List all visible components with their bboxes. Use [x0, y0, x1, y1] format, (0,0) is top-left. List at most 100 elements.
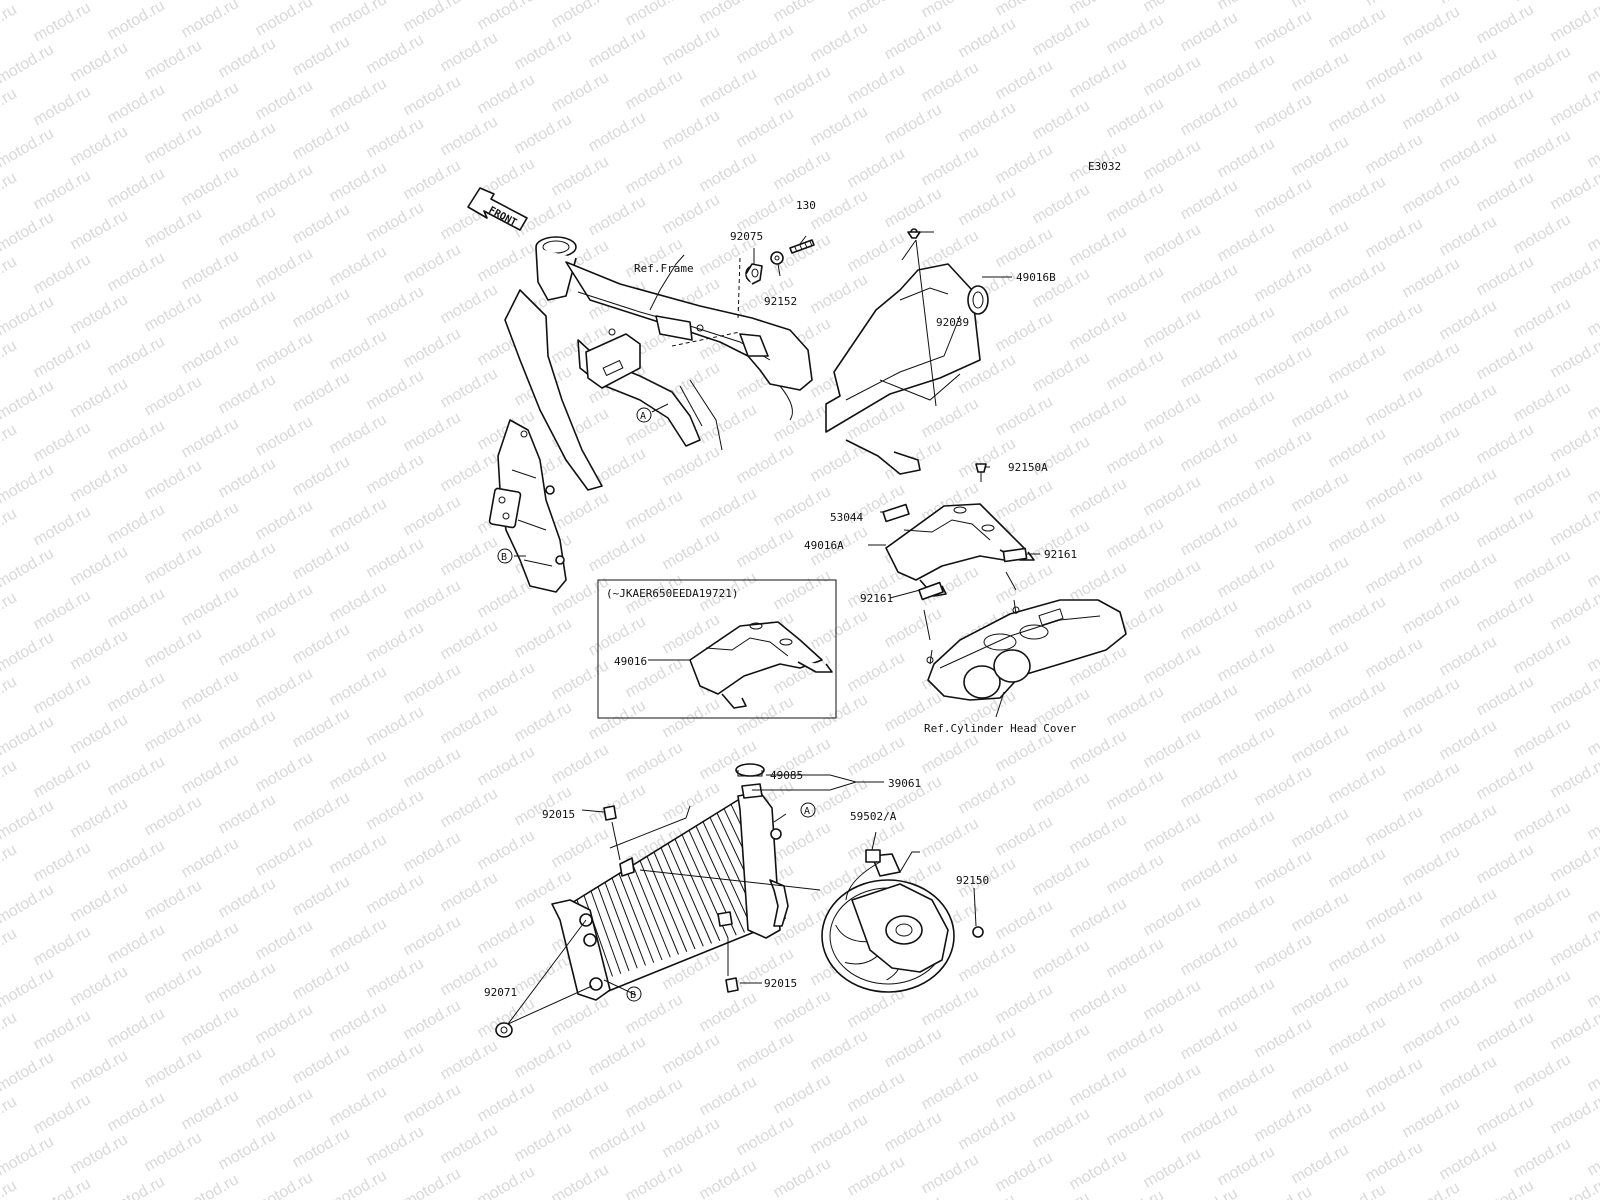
- watermark-text: motod.ru: [734, 105, 797, 151]
- watermark-text: motod.ru: [31, 1175, 94, 1200]
- watermark-text: motod.ru: [586, 193, 649, 239]
- svg-text:B: B: [501, 552, 507, 563]
- watermark-text: motod.ru: [845, 1069, 908, 1115]
- watermark-text: motod.ru: [31, 503, 94, 549]
- watermark-text: motod.ru: [882, 1109, 945, 1155]
- watermark-text: motod.ru: [401, 409, 464, 455]
- svg-text:A: A: [640, 411, 646, 422]
- watermark-text: motod.ru: [1548, 671, 1600, 717]
- watermark-text: motod.ru: [1141, 53, 1204, 99]
- watermark-text: motod.ru: [1141, 137, 1204, 183]
- watermark-text: motod.ru: [1363, 1139, 1426, 1185]
- watermark-text: motod.ru: [290, 33, 353, 79]
- part-92150-label: 92150: [956, 874, 989, 887]
- watermark-text: motod.ru: [956, 183, 1019, 229]
- watermark-text: motod.ru: [327, 159, 390, 205]
- watermark-text: motod.ru: [1215, 975, 1278, 1021]
- watermark-text: motod.ru: [1289, 1057, 1352, 1103]
- watermark-text: motod.ru: [1326, 677, 1389, 723]
- watermark-text: motod.ru: [1548, 1007, 1600, 1053]
- watermark-text: motod.ru: [1511, 967, 1574, 1013]
- watermark-text: motod.ru: [1400, 759, 1463, 805]
- watermark-text: motod.ru: [364, 451, 427, 497]
- watermark-text: motod.ru: [216, 875, 279, 921]
- watermark-text: motod.ru: [105, 333, 168, 379]
- watermark-text: motod.ru: [216, 35, 279, 81]
- watermark-text: motod.ru: [1548, 587, 1600, 633]
- watermark-text: motod.ru: [327, 663, 390, 709]
- watermark-text: motod.ru: [475, 1163, 538, 1200]
- watermark-text: motod.ru: [364, 367, 427, 413]
- watermark-text: motod.ru: [31, 1007, 94, 1053]
- watermark-text: motod.ru: [179, 79, 242, 125]
- watermark-text: motod.ru: [1474, 841, 1537, 887]
- watermark-text: motod.ru: [1252, 679, 1315, 725]
- watermark-text: motod.ru: [1400, 927, 1463, 973]
- watermark-text: motod.ru: [1474, 1009, 1537, 1055]
- callout-B-frame: B: [498, 549, 512, 563]
- watermark-text: motod.ru: [1215, 1143, 1278, 1189]
- watermark-text: motod.ru: [142, 1045, 205, 1091]
- watermark-text: motod.ru: [1104, 1103, 1167, 1149]
- watermark-text: motod.ru: [919, 59, 982, 105]
- ref-frame-label: Ref.Frame: [634, 262, 694, 275]
- watermark-text: motod.ru: [660, 1115, 723, 1161]
- watermark-text: motod.ru: [993, 57, 1056, 103]
- watermark-text: motod.ru: [697, 989, 760, 1035]
- watermark-text: motod.ru: [401, 829, 464, 875]
- watermark-text: motod.ru: [1548, 1091, 1600, 1137]
- watermark-text: motod.ru: [1178, 429, 1241, 475]
- watermark-text: motod.ru: [31, 755, 94, 801]
- watermark-text: motod.ru: [1289, 553, 1352, 599]
- watermark-text: motod.ru: [105, 753, 168, 799]
- watermark-text: motod.ru: [438, 701, 501, 747]
- watermark-text: motod.ru: [364, 115, 427, 161]
- watermark-text: motod.ru: [475, 659, 538, 705]
- watermark-text: motod.ru: [364, 1123, 427, 1169]
- part-49016-label: 49016: [614, 655, 647, 668]
- watermark-text: motod.ru: [549, 69, 612, 115]
- watermark-text: motod.ru: [1511, 295, 1574, 341]
- watermark-text: motod.ru: [1215, 0, 1278, 13]
- watermark-text: motod.ru: [216, 1127, 279, 1173]
- watermark-text: motod.ru: [1400, 675, 1463, 721]
- watermark-text: motod.ru: [1437, 465, 1500, 511]
- part-49085-label: 49085: [770, 769, 803, 782]
- watermark-text: motod.ru: [1252, 343, 1315, 389]
- watermark-text: motod.ru: [956, 435, 1019, 481]
- watermark-text: motod.ru: [105, 585, 168, 631]
- watermark-text: motod.ru: [882, 17, 945, 63]
- watermark-text: motod.ru: [1289, 385, 1352, 431]
- watermark-text: motod.ru: [438, 29, 501, 75]
- watermark-text: motod.ru: [0, 965, 57, 1011]
- watermark-text: motod.ru: [1104, 179, 1167, 225]
- watermark-text: motod.ru: [1474, 85, 1537, 131]
- watermark-text: motod.ru: [1289, 973, 1352, 1019]
- watermark-text: motod.ru: [142, 37, 205, 83]
- part-53044-label: 53044: [830, 511, 863, 524]
- watermark-text: motod.ru: [68, 1047, 131, 1093]
- watermark-text: motod.ru: [1585, 797, 1600, 843]
- watermark-text: motod.ru: [179, 751, 242, 797]
- watermark-text: motod.ru: [1326, 593, 1389, 639]
- watermark-text: motod.ru: [1585, 41, 1600, 87]
- watermark-text: motod.ru: [142, 793, 205, 839]
- watermark-text: motod.ru: [1289, 133, 1352, 179]
- watermark-text: motod.ru: [68, 795, 131, 841]
- watermark-text: motod.ru: [290, 705, 353, 751]
- watermark-text: motod.ru: [1511, 379, 1574, 425]
- watermark-text: motod.ru: [1067, 1147, 1130, 1193]
- watermark-text: motod.ru: [438, 617, 501, 663]
- watermark-text: motod.ru: [364, 619, 427, 665]
- watermark-text: motod.ru: [549, 825, 612, 871]
- watermark-text: motod.ru: [1104, 431, 1167, 477]
- part-59502A-label: 59502/A: [850, 810, 897, 823]
- watermark-text: motod.ru: [253, 581, 316, 627]
- watermark-text: motod.ru: [216, 539, 279, 585]
- watermark-text: motod.ru: [0, 1009, 20, 1055]
- watermark-text: motod.ru: [216, 119, 279, 165]
- watermark-text: motod.ru: [0, 421, 20, 467]
- washer-92152: [771, 252, 783, 264]
- part-92150A-label: 92150A: [1008, 461, 1048, 474]
- watermark-text: motod.ru: [364, 31, 427, 77]
